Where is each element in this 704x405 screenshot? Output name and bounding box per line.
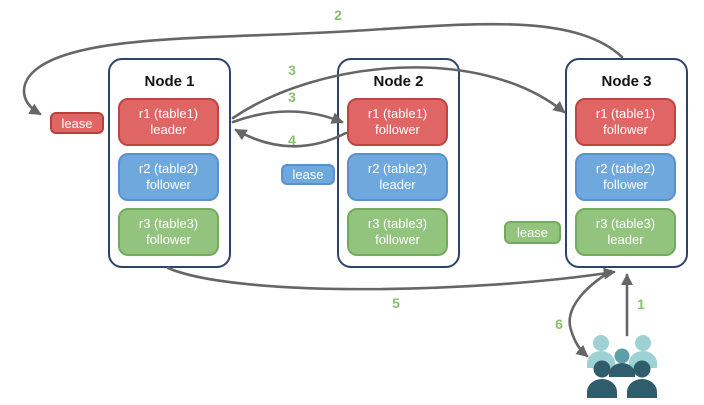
replica-name: r3 (table3) [367,216,428,231]
step-number-2: 2 [334,7,342,23]
node1-r1-leader-box: r1 (table1) leader [118,98,219,146]
node3-r2-follower-box: r2 (table2) follower [575,153,676,201]
node2-r3-follower-box: r3 (table3) follower [347,208,448,256]
replica-role: leader [607,232,644,247]
replica-name: r3 (table3) [138,216,199,231]
step-number-1: 1 [637,296,645,312]
lease-tag-r3: lease [504,221,561,244]
replica-name: r1 (table1) [367,106,428,121]
node1-r2-follower-box: r2 (table2) follower [118,153,219,201]
replica-role: leader [150,122,187,137]
step-number-4: 4 [288,132,296,148]
node3-r1-follower-box: r1 (table1) follower [575,98,676,146]
replica-role: follower [375,232,420,247]
node-1-title: Node 1 [144,73,195,90]
lease-tag-r1: lease [50,112,104,134]
lease-tag-r2: lease [281,164,335,185]
replica-name: r1 (table1) [138,106,199,121]
replica-name: r2 (table2) [367,161,428,176]
replica-name: r2 (table2) [138,161,199,176]
replica-role: leader [379,177,416,192]
node2-r2-leader-box: r2 (table2) leader [347,153,448,201]
node1-r3-follower-box: r3 (table3) follower [118,208,219,256]
arrow-5-node1-to-node3 [166,266,616,291]
replica-role: follower [146,232,191,247]
step-number-6: 6 [555,316,563,332]
replica-role: follower [603,122,648,137]
node2-r1-follower-box: r1 (table1) follower [347,98,448,146]
users-group-icon [581,331,661,403]
replica-role: follower [603,177,648,192]
node-3-title: Node 3 [601,73,652,90]
node-1-box: Node 1 r1 (table1) leader r2 (table2) fo… [108,58,231,268]
node-3-box: Node 3 r1 (table1) follower r2 (table2) … [565,58,688,268]
replica-role: follower [146,177,191,192]
replica-name: r3 (table3) [595,216,656,231]
node3-r3-leader-box: r3 (table3) leader [575,208,676,256]
replica-name: r2 (table2) [595,161,656,176]
arrow-3-node1-to-node2 [231,110,344,124]
replica-role: follower [375,122,420,137]
step-number-3b: 3 [288,89,296,105]
step-number-3a: 3 [288,62,296,78]
node-2-box: Node 2 r1 (table1) follower r2 (table2) … [337,58,460,268]
replica-name: r1 (table1) [595,106,656,121]
node-2-title: Node 2 [373,73,424,90]
step-number-5: 5 [392,295,400,311]
